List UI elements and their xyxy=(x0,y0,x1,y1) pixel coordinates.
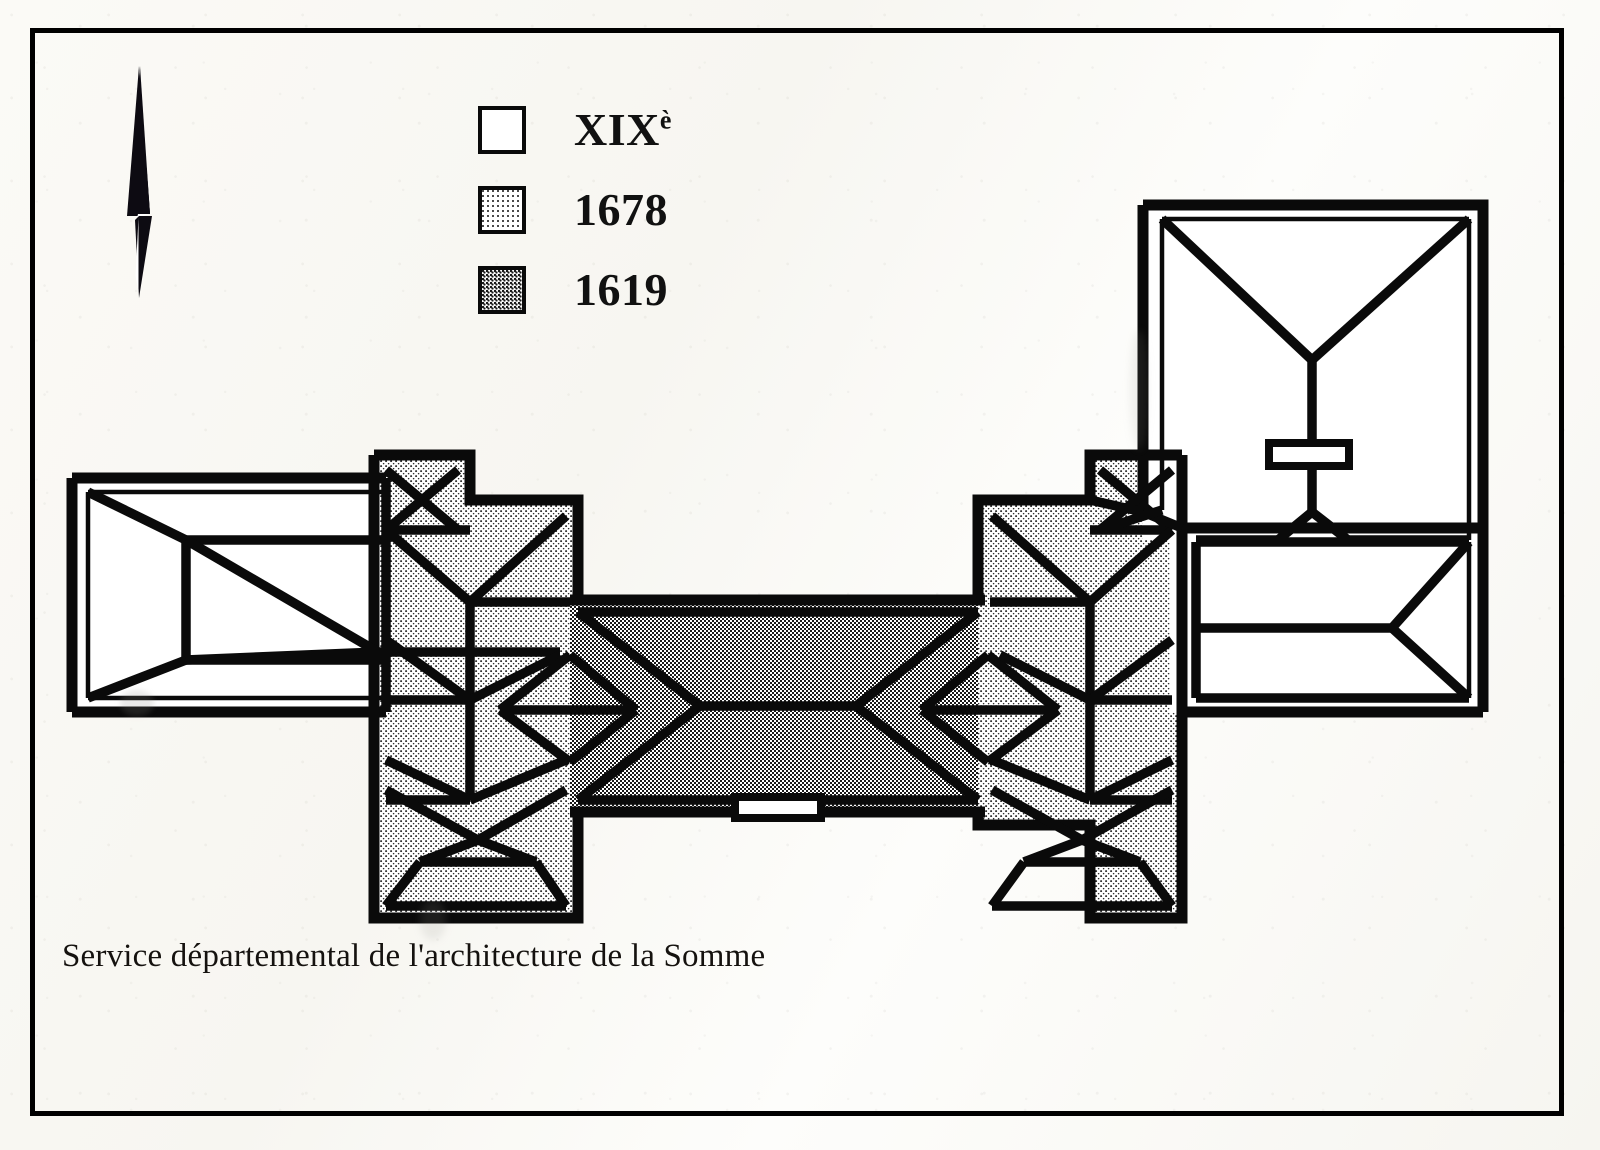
hip-central-bl xyxy=(575,702,703,804)
hip-llpav-br xyxy=(532,859,570,909)
region-right-wing xyxy=(1170,528,1478,712)
hip-lpav-c xyxy=(383,636,473,704)
north-arrow-icon xyxy=(127,66,152,298)
hip-central-br xyxy=(853,702,981,804)
legend: XIXè 1678 1619 xyxy=(478,90,738,330)
region-left-wing xyxy=(72,478,386,712)
legend-swatch-1678 xyxy=(478,186,526,234)
hip-lpav-d xyxy=(467,650,563,705)
hip-urp-tl xyxy=(1158,215,1316,364)
hip-lpav-a xyxy=(382,526,474,606)
diamond-l-tr xyxy=(566,651,640,714)
hip-connect-urp-rpav xyxy=(1088,495,1145,517)
hip-rw-br xyxy=(1388,624,1473,702)
legend-label-xixe-suffix: è xyxy=(659,105,672,135)
plan-frame-border xyxy=(30,28,1564,1116)
hip-urp-tr xyxy=(1308,215,1473,364)
hip-urp-bl xyxy=(1274,508,1316,544)
hip-lpav-f xyxy=(468,755,568,805)
hip-rpav-c xyxy=(1087,636,1175,704)
diamond-l-br xyxy=(567,706,639,766)
hip-lrpav-tl xyxy=(989,785,1085,845)
chimney-central-south xyxy=(731,793,825,822)
diamond-l-tl xyxy=(497,651,573,714)
hip-lpav-e xyxy=(383,755,473,805)
wall-right-pav-bottom xyxy=(972,455,1188,924)
hip-rpav-b xyxy=(988,512,1094,606)
legend-swatch-1619 xyxy=(478,266,526,314)
diamond-r-tr xyxy=(985,651,1061,714)
chimneys xyxy=(731,439,1353,822)
hip-rpav-e xyxy=(1087,755,1175,805)
hip-rpav-f xyxy=(990,755,1092,805)
legend-label-xixe-text: XIX xyxy=(574,104,660,155)
hip-lrpav-tr xyxy=(1079,785,1175,845)
hip-rpav-a xyxy=(1086,526,1176,606)
hip-lrpav-bl xyxy=(988,859,1028,909)
hip-rpav-x2 xyxy=(1096,466,1176,534)
wall-left-pav-bottom xyxy=(368,455,584,924)
hip-lw-corner-bl xyxy=(86,655,188,703)
hip-central-tl xyxy=(575,608,703,710)
hip-lw-tl-to-ridge xyxy=(183,535,381,657)
diamond-r-br xyxy=(985,706,1061,766)
diamond-r-tl xyxy=(918,651,992,714)
hip-lpav-x2 xyxy=(382,466,462,534)
hip-rpav-d xyxy=(997,650,1093,705)
legend-label-xixe: XIXè xyxy=(574,107,672,153)
roof-hip-lines xyxy=(85,215,1473,911)
legend-item-1619[interactable]: 1619 xyxy=(478,250,738,330)
wall-outlines xyxy=(66,199,1489,924)
wall-left-pav-top xyxy=(374,449,584,600)
legend-swatch-xixe xyxy=(478,106,526,154)
hip-llpav-tr xyxy=(475,785,569,845)
wall-left-wing xyxy=(66,472,386,718)
hip-central-tr xyxy=(853,608,981,710)
hip-lpav-b xyxy=(466,512,570,606)
chimney-upper-right-pavilion xyxy=(1265,439,1353,470)
hip-llpav-bl xyxy=(382,859,424,909)
hip-lw-corner-tl xyxy=(85,487,189,545)
diamond-l-bl xyxy=(497,706,573,766)
diamond-r-bl xyxy=(919,706,991,766)
legend-label-1619: 1619 xyxy=(574,264,668,315)
hip-connect-rpav-urp2 xyxy=(1098,505,1164,535)
wall-upper-right-pav xyxy=(1143,199,1489,540)
hip-lrpav-br xyxy=(1136,859,1176,909)
plan-caption: Service départemental de l'architecture … xyxy=(62,938,766,974)
hip-rw-tr xyxy=(1388,538,1473,632)
legend-label-1678: 1678 xyxy=(574,184,668,235)
legend-item-1678[interactable]: 1678 xyxy=(478,170,738,250)
hip-llpav-tl xyxy=(383,785,481,845)
hip-urp-br xyxy=(1309,508,1351,544)
legend-item-xixe[interactable]: XIXè xyxy=(478,90,738,170)
